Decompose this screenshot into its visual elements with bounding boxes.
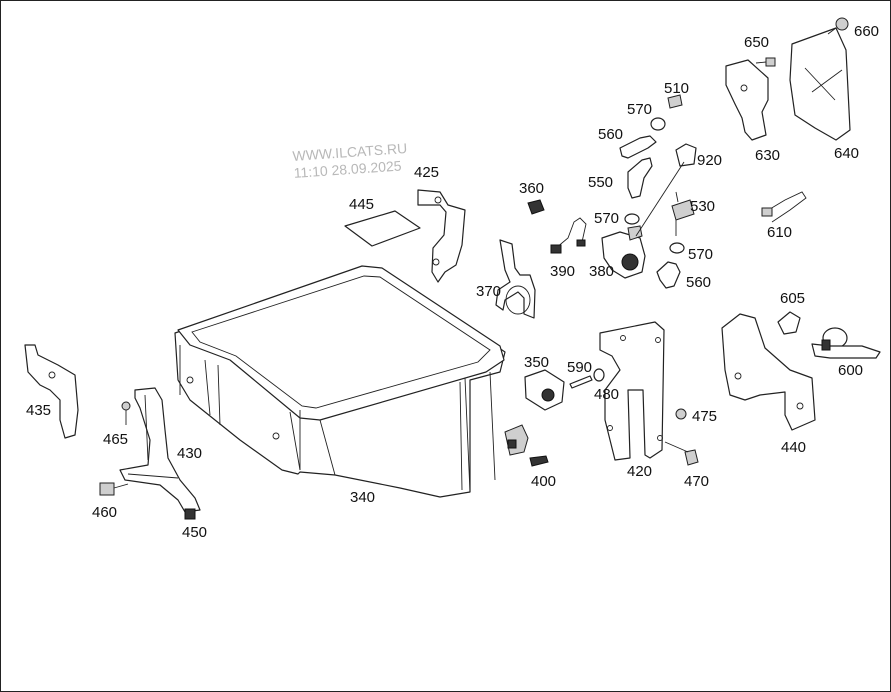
label-420: 420 [627, 463, 652, 480]
part-460-bolt[interactable] [99, 482, 129, 496]
part-420-plate[interactable] [599, 321, 665, 461]
label-605: 605 [780, 290, 805, 307]
label-460: 460 [92, 504, 117, 521]
part-435-bracket[interactable] [24, 344, 79, 439]
part-390-sensor[interactable] [550, 217, 587, 254]
part-380-valve[interactable] [601, 225, 646, 279]
part-425-bracket[interactable] [417, 189, 466, 283]
label-560-top: 560 [598, 126, 623, 143]
part-650-bolt[interactable] [755, 57, 776, 67]
part-590-pin[interactable] [569, 375, 593, 389]
part-560-hose-bottom[interactable] [656, 261, 681, 289]
part-480-washer[interactable] [593, 368, 605, 382]
label-370: 370 [476, 283, 501, 300]
part-360-clip[interactable] [527, 199, 545, 215]
label-630: 630 [755, 147, 780, 164]
label-570-right: 570 [688, 246, 713, 263]
label-450: 450 [182, 524, 207, 541]
label-610: 610 [767, 224, 792, 241]
label-390: 390 [550, 263, 575, 280]
label-475: 475 [692, 408, 717, 425]
label-560-bottom: 560 [686, 274, 711, 291]
part-530-fitting[interactable] [671, 191, 695, 236]
part-570-clamp-mid[interactable] [624, 213, 640, 225]
label-920: 920 [697, 152, 722, 169]
label-600: 600 [838, 362, 863, 379]
label-650: 650 [744, 34, 769, 51]
part-400-bolt[interactable] [529, 455, 549, 467]
part-340-tank[interactable] [174, 265, 529, 498]
label-435: 435 [26, 402, 51, 419]
label-510: 510 [664, 80, 689, 97]
label-380: 380 [589, 263, 614, 280]
label-570-mid: 570 [594, 210, 619, 227]
label-640: 640 [834, 145, 859, 162]
part-550-hose[interactable] [627, 157, 653, 199]
label-400: 400 [531, 473, 556, 490]
part-350-connector[interactable] [524, 369, 565, 411]
part-570-clamp-right[interactable] [669, 242, 685, 254]
label-440: 440 [781, 439, 806, 456]
label-465: 465 [103, 431, 128, 448]
label-660: 660 [854, 23, 879, 40]
label-570-top: 570 [627, 101, 652, 118]
label-360: 360 [519, 180, 544, 197]
part-470-bolt[interactable] [664, 441, 699, 466]
part-605-clip[interactable] [777, 311, 801, 335]
part-440-bracket[interactable] [721, 313, 816, 431]
label-425: 425 [414, 164, 439, 181]
part-370-clamp[interactable] [495, 239, 536, 319]
label-445: 445 [349, 196, 374, 213]
label-530: 530 [690, 198, 715, 215]
part-430-bracket[interactable] [119, 387, 201, 513]
label-340: 340 [350, 489, 375, 506]
part-610-cable-tie[interactable] [761, 191, 807, 223]
label-550: 550 [588, 174, 613, 191]
part-465-screw[interactable] [121, 401, 131, 425]
label-480: 480 [594, 386, 619, 403]
part-445-pad[interactable] [344, 210, 421, 247]
part-570-clamp-top[interactable] [650, 117, 666, 131]
part-475-nut[interactable] [675, 408, 687, 420]
label-470: 470 [684, 473, 709, 490]
label-350: 350 [524, 354, 549, 371]
part-560-hose-top[interactable] [619, 135, 657, 159]
part-450-nut[interactable] [184, 508, 196, 520]
part-510-nipple[interactable] [667, 94, 683, 109]
part-640-plate[interactable] [789, 27, 851, 141]
part-600-pipe-clamp[interactable] [811, 327, 881, 359]
part-920-sleeve[interactable] [635, 143, 697, 237]
label-430: 430 [177, 445, 202, 462]
part-660-bolt[interactable] [827, 17, 849, 35]
part-630-bracket[interactable] [725, 59, 769, 141]
label-590: 590 [567, 359, 592, 376]
